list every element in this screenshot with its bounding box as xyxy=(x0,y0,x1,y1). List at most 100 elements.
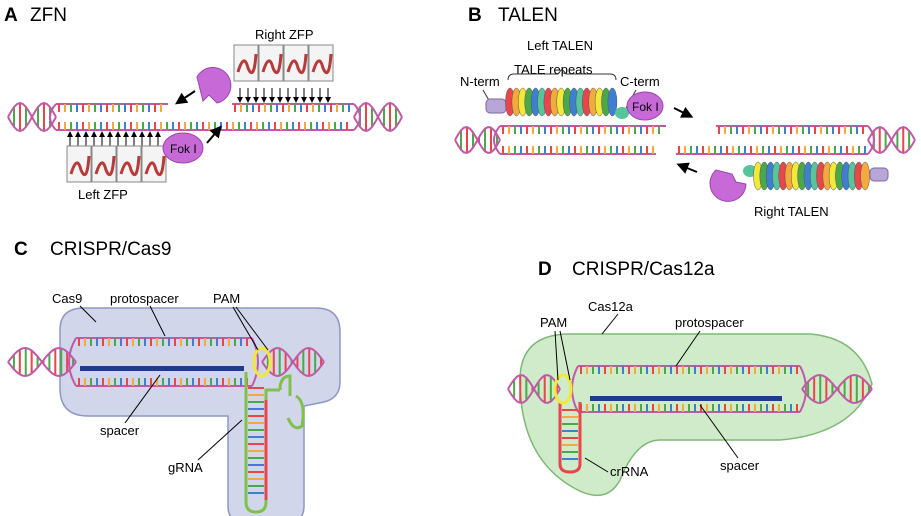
grna-label: gRNA xyxy=(168,460,203,475)
panel-a-letter: A xyxy=(4,5,18,26)
helix-backbone xyxy=(867,125,916,155)
pam-pointer-c1 xyxy=(232,306,259,351)
dna-strands xyxy=(49,88,361,146)
zinc-finger xyxy=(261,53,283,75)
fok-label-a: Fok I xyxy=(170,142,197,156)
panel-c-letter: C xyxy=(14,239,28,260)
fok-domain-left-talen: Fok I xyxy=(626,91,664,121)
crrna-stem xyxy=(558,402,582,474)
fok-domain-top xyxy=(196,67,232,104)
cas12a-label: Cas12a xyxy=(588,299,634,314)
panel-a: A ZFN Right ZFP Left ZFP Fok I xyxy=(4,5,403,202)
c-term-domain xyxy=(615,107,629,119)
left-tale-repeats xyxy=(505,87,618,117)
helix-backbone xyxy=(507,374,561,404)
zinc-finger xyxy=(94,155,116,177)
left-zfp: Left ZFP xyxy=(66,145,167,202)
strand-loop xyxy=(353,103,361,131)
fok-domain-right-talen xyxy=(709,169,747,202)
zinc-finger xyxy=(286,53,308,75)
dna-helix-right-b xyxy=(867,125,916,155)
dna-strands-c xyxy=(68,337,259,387)
grna-stem xyxy=(244,372,305,514)
protospacer-label-c: protospacer xyxy=(110,291,179,306)
strand-loop xyxy=(493,125,501,155)
cas12a-protein xyxy=(519,333,873,497)
panel-b-title: TALEN xyxy=(498,5,558,26)
dna-helix-left-c xyxy=(7,346,77,378)
arrow-cleave-bottom xyxy=(206,125,222,144)
strand-loop xyxy=(867,125,875,155)
strand-loop xyxy=(49,103,57,131)
spacer-label-d: spacer xyxy=(720,458,760,473)
spacer-pointer-d xyxy=(699,404,739,459)
dna-helix-right xyxy=(353,101,403,133)
pam-pointer-d1 xyxy=(554,330,559,381)
panel-b-letter: B xyxy=(468,5,482,26)
pam-pointer-c2 xyxy=(235,306,269,351)
spacer-strand-c xyxy=(80,366,244,371)
dna-helix-left-b xyxy=(454,126,501,154)
arrow-cleave-top xyxy=(175,90,196,105)
dna-strands-d xyxy=(571,365,807,413)
right-tale-repeats xyxy=(753,161,870,191)
tale-repeat xyxy=(860,161,870,191)
helix-backbone xyxy=(353,101,403,133)
strand-loop xyxy=(68,337,77,387)
protospacer-label-d: protospacer xyxy=(675,315,744,330)
tale-repeats-label: TALE repeats xyxy=(514,62,593,77)
c-term-label: C-term xyxy=(620,74,660,89)
spacer-strand-d xyxy=(590,396,782,401)
tale-repeat xyxy=(607,87,618,117)
strand-loop xyxy=(799,365,807,413)
protospacer-pointer-d xyxy=(675,330,701,367)
zinc-finger xyxy=(144,155,166,177)
pam-label-c: PAM xyxy=(213,291,240,306)
panel-c: C CRISPR/Cas9 Cas9 protospacer PAM space… xyxy=(7,239,341,516)
helix-backbone xyxy=(261,346,325,378)
pam-pointer-d2 xyxy=(559,330,571,381)
protospacer-pointer-c xyxy=(149,305,166,337)
n-term-domain-right xyxy=(869,167,889,182)
helix-backbone xyxy=(801,373,873,405)
panel-d: D CRISPR/Cas12a PAM Cas12a protospacer s… xyxy=(507,259,873,497)
helix-backbone xyxy=(7,101,57,133)
panel-c-title: CRISPR/Cas9 xyxy=(50,239,171,260)
left-zfp-label: Left ZFP xyxy=(78,187,128,202)
crrna-backbone xyxy=(558,402,582,474)
cas12a-pointer xyxy=(601,313,619,335)
spacer-label-c: spacer xyxy=(100,423,140,438)
n-term-domain xyxy=(485,98,507,114)
grna-backbone xyxy=(244,372,280,514)
zinc-finger xyxy=(69,155,91,177)
n-term-label: N-term xyxy=(460,74,500,89)
pam-highlight-d xyxy=(553,373,573,405)
dna-helix-right-d xyxy=(801,373,873,405)
fok-domain-bottom: Fok I xyxy=(162,132,204,164)
spacer-pointer-c xyxy=(124,374,161,424)
pam-highlight-c xyxy=(252,346,272,378)
panel-d-letter: D xyxy=(538,259,552,280)
zinc-finger xyxy=(311,53,333,75)
grna-pointer xyxy=(197,419,243,461)
dna-strands-b xyxy=(493,125,875,155)
helix-backbone xyxy=(7,346,77,378)
right-zfp-label: Right ZFP xyxy=(255,27,314,42)
helix-backbone xyxy=(454,126,501,154)
pam-label-d: PAM xyxy=(540,315,567,330)
arrow-talen-bottom xyxy=(676,162,698,174)
cas9-pointer xyxy=(79,305,97,323)
panel-b: B TALEN Left TALEN TALE repeats N-term C… xyxy=(454,5,916,219)
crrna-pointer xyxy=(584,457,609,473)
dna-helix-left xyxy=(7,101,57,133)
zinc-finger xyxy=(236,53,258,75)
right-talen-label: Right TALEN xyxy=(754,204,829,219)
dna-helix-left-d xyxy=(507,374,561,404)
right-zfp: Right ZFP xyxy=(233,27,334,82)
zinc-finger xyxy=(119,155,141,177)
arrow-talen-top xyxy=(673,106,694,118)
tale-bracket xyxy=(507,68,617,81)
cas9-label: Cas9 xyxy=(52,291,82,306)
left-talen-label: Left TALEN xyxy=(527,38,593,53)
